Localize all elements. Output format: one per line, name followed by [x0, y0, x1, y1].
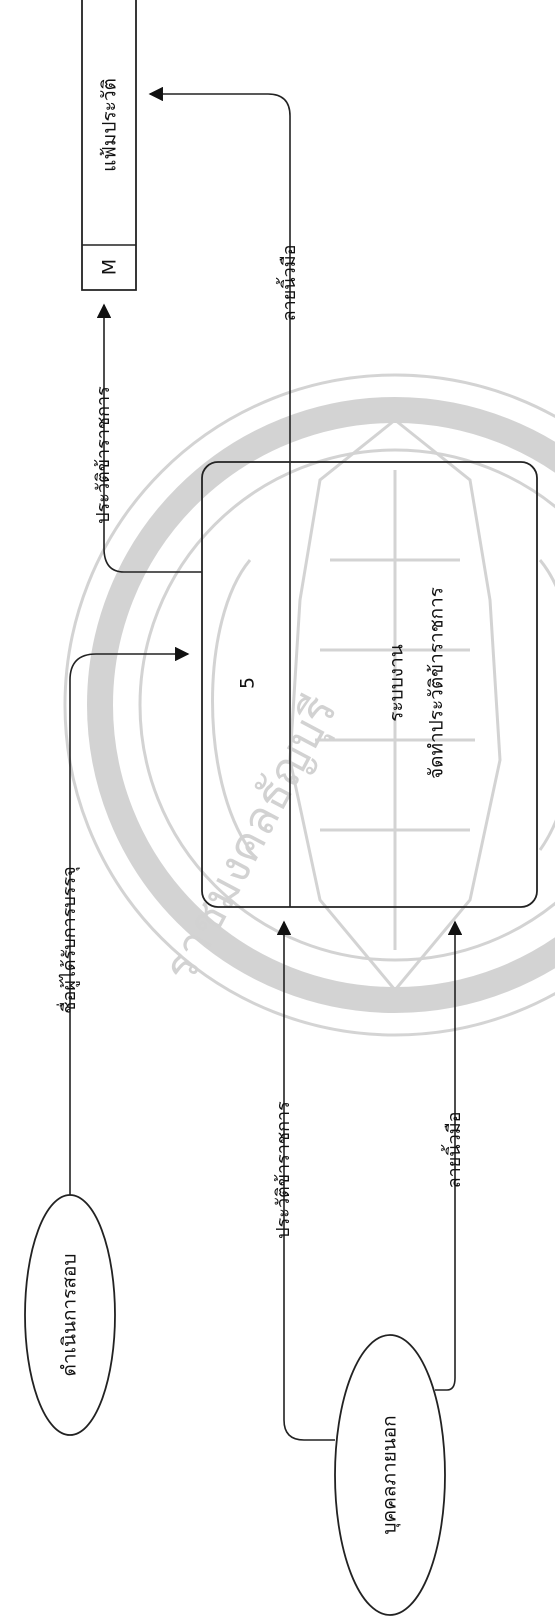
flow-label-process-to-store-history: ประวัติข้าราชการ	[93, 386, 114, 524]
flow-label-exam-to-process: ชื่อผู้ได้รับการบรรจุ	[56, 866, 80, 1013]
external-entity-outsider-label: บุคคลภายนอก	[379, 1415, 402, 1534]
watermark-text: ราชมงคลธัญบุรี	[152, 687, 349, 991]
process-number: 5	[237, 677, 259, 689]
process-title-line2: จัดทำประวัติข้าราชการ	[426, 587, 448, 779]
process-title-line1: ระบบงาน	[386, 644, 408, 721]
flow-label-process-to-store-fingerprint: ลายนิ้วมือ	[276, 245, 300, 322]
flow-label-outsider-to-process-history: ประวัติข้าราชการ	[273, 1101, 294, 1239]
data-store-id: M	[99, 259, 121, 275]
flow-exam-to-process	[70, 654, 188, 1195]
external-entity-exam-label: ดำเนินการสอบ	[59, 1254, 81, 1377]
flow-label-outsider-to-process-fingerprint: ลายนิ้วมือ	[441, 1112, 465, 1189]
data-store-name: แฟ้มประวัติ	[99, 78, 121, 172]
flow-process-to-store-fingerprint	[150, 94, 290, 462]
